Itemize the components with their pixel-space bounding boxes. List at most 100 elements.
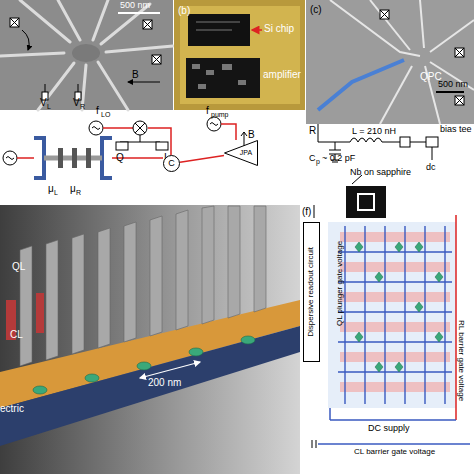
readout-schematic-d-part (34, 138, 44, 178)
readout-schematic-d-part (58, 148, 63, 168)
figure-label: R (80, 103, 85, 110)
readout-schematic-d-part (135, 123, 145, 133)
figure-label: p (316, 158, 320, 165)
amplifier-triangle: JPA (224, 140, 258, 166)
figure-label: pump (211, 111, 229, 118)
figure-label: V (73, 98, 80, 108)
figure-label: QL (12, 262, 25, 272)
device-render-e-part-part (202, 206, 214, 324)
readout-schematic-d-part (3, 151, 17, 165)
rf-circuit-c-part (432, 147, 433, 160)
rf-circuit-c-part (350, 138, 400, 142)
crossbar-grid-f (312, 205, 470, 448)
device-render-e (0, 205, 300, 474)
sem-image-a-part (0, 0, 173, 110)
device-render-e-part-part (124, 222, 136, 342)
figure-label: RL barrier gate voltage (457, 320, 465, 401)
figure-label: 200 nm (148, 378, 181, 388)
readout-schematic-d-part (221, 124, 236, 140)
device-render-e-part-part (72, 234, 84, 354)
sem-image-c (306, 0, 474, 124)
sem-image-a-part (10, 18, 161, 64)
sem-image-a-part-part (45, 84, 46, 92)
figure-label: f (96, 106, 99, 116)
sem-image-c-part-part (420, 0, 424, 48)
sem-image-c-part (380, 10, 464, 105)
node-text: JPA (240, 149, 252, 156)
figure-label: Si chip (264, 24, 294, 34)
readout-schematic-d-part (102, 138, 112, 178)
figure-label: ectric (0, 404, 24, 414)
figure-label: μ (70, 184, 76, 194)
sem-image-c-part (306, 0, 474, 124)
rf-circuit-c-part (410, 142, 426, 143)
sem-image-c-part (436, 91, 464, 93)
figure-label: dc (426, 163, 436, 172)
sem-image-a-part-part (93, 0, 108, 40)
figure-label: QL plunger gate voltage (336, 241, 344, 326)
node-shape (164, 156, 180, 172)
device-render-e-part (20, 206, 266, 366)
readout-schematic-d-part (89, 121, 103, 135)
device-render-e-part (140, 362, 200, 378)
sem-image-c-part (380, 10, 464, 105)
rf-circuit-c-part (400, 137, 410, 147)
node-text: C (168, 159, 175, 168)
figure-label: C (309, 154, 316, 163)
photo-b-part-part (252, 29, 262, 31)
crossbar-grid-f-part (312, 440, 316, 448)
figure-label: B (248, 130, 255, 140)
signal-line (180, 156, 224, 163)
figure-label: CL barrier gate voltage (354, 448, 435, 456)
figure-label: f (206, 106, 209, 116)
figure-label: DC supply (368, 424, 410, 433)
figure-label: R (76, 189, 81, 196)
photo-b-part (192, 64, 246, 89)
readout-schematic-d-part (103, 128, 171, 155)
photo-b-part (252, 30, 262, 76)
figure-label: (c) (310, 5, 322, 15)
crossbar-grid-f-part (338, 226, 452, 404)
sem-image-a-part-part (128, 82, 160, 83)
figure-label: LO (101, 111, 110, 118)
figure-label: L (47, 103, 51, 110)
crossbar-grid-f-part (455, 215, 457, 420)
device-render-e-part-part (33, 386, 47, 394)
device-render-e-part-part (150, 216, 162, 336)
readout-schematic-d-part (210, 123, 218, 126)
device-render-e-part-part (228, 206, 240, 318)
crossbar-grid-f-part-part (340, 292, 450, 302)
figure-label: (b) (178, 6, 190, 16)
sem-image-c-part-part (370, 0, 410, 50)
photo-b-part-part (198, 84, 206, 89)
sem-image-a-part-part (22, 30, 29, 50)
photo-b-part (196, 22, 240, 30)
crossbar-grid-f-part-part (340, 322, 450, 332)
sem-image-a-part-part (38, 63, 74, 110)
crossbar-grid-f-part-part (340, 232, 450, 242)
photo-b-part (180, 6, 300, 104)
rf-circuit-c-part (318, 124, 350, 142)
node-shape (304, 223, 320, 362)
crossbar-grid-f-part (355, 242, 443, 372)
figure-label: 500 nm (438, 80, 468, 89)
readout-schematic-d-part (86, 148, 91, 168)
sem-image-c-part-part (430, 20, 474, 52)
sem-image-a-part (72, 44, 100, 62)
crossbar-grid-f-part-part (340, 262, 450, 272)
crossbar-grid-f-part-part (340, 352, 450, 362)
node-text: Dispersive readout circuit (307, 247, 315, 337)
figure-label: bias tee (440, 125, 472, 134)
sem-image-a-part (22, 30, 160, 100)
device-render-e-part-part (189, 348, 203, 356)
figure-label: 500 nm (120, 1, 150, 10)
figure-label: amplifier (263, 70, 301, 80)
sem-image-a-part-part (98, 62, 128, 110)
photo-b-part-part (192, 64, 200, 69)
photo-b-part (174, 0, 305, 110)
photo-b-part (188, 14, 250, 46)
device-render-e-part-part (98, 228, 110, 348)
figure-label: Q (116, 153, 124, 163)
crossbar-grid-f-part (328, 222, 456, 408)
